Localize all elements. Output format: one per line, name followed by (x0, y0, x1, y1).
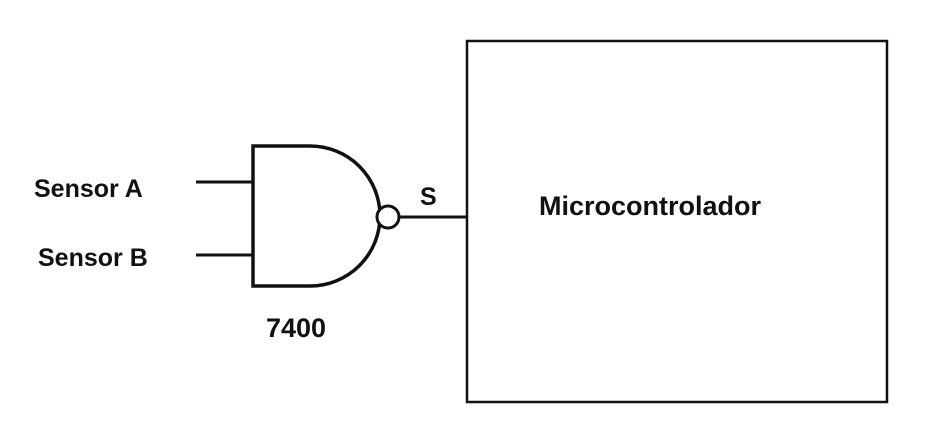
microcontroller-label: Microcontrolador (539, 191, 762, 221)
sensor-b-label: Sensor B (38, 244, 148, 272)
nand-gate-shape (251, 144, 382, 288)
gate-part-number: 7400 (266, 313, 326, 343)
microcontroller-box (465, 39, 889, 404)
output-label: S (420, 183, 437, 211)
sensor-a-label: Sensor A (34, 175, 143, 203)
inversion-bubble (375, 204, 401, 230)
